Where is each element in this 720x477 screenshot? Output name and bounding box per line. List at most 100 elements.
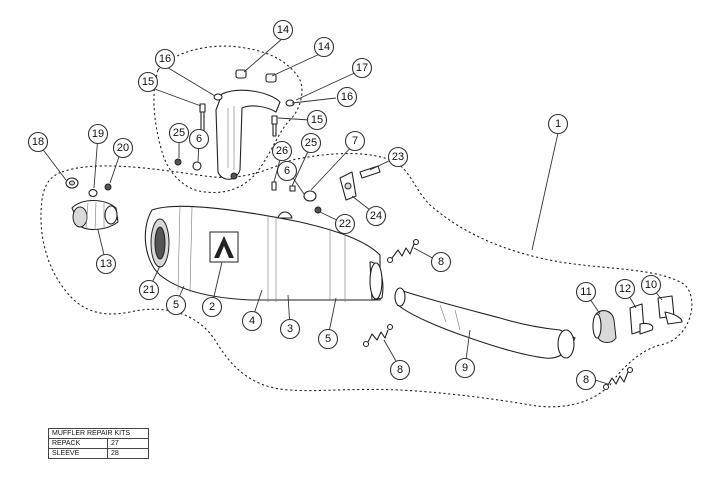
callout-17: 17 — [351, 57, 373, 79]
bolt-part — [199, 103, 206, 133]
hanger-bracket-part-24 — [339, 171, 357, 201]
callout-7: 7 — [344, 130, 366, 152]
svg-text:23: 23 — [392, 151, 404, 163]
washer-part — [174, 93, 295, 171]
callout-19: 19 — [87, 123, 109, 145]
callout-10: 10 — [640, 274, 662, 296]
svg-text:8: 8 — [583, 374, 589, 386]
svg-text:15: 15 — [142, 76, 154, 88]
kit-name-cell: SLEEVE — [48, 448, 108, 459]
callout-25-b: 25 — [300, 132, 322, 154]
callout-25-a: 25 — [168, 122, 190, 144]
muffler-body-part — [144, 204, 384, 302]
callout-22: 22 — [334, 213, 356, 235]
callout-1: 1 — [547, 113, 569, 135]
callout-11: 11 — [575, 281, 597, 303]
svg-text:26: 26 — [276, 145, 288, 157]
header-pipe-part — [394, 287, 576, 359]
callout-15-b: 15 — [306, 109, 328, 131]
svg-text:14: 14 — [277, 24, 289, 36]
svg-text:19: 19 — [92, 128, 104, 140]
svg-text:12: 12 — [619, 283, 631, 295]
callout-26: 26 — [271, 140, 293, 162]
callout-18: 18 — [27, 131, 49, 153]
callout-15-a: 15 — [137, 71, 159, 93]
link-pipe-part — [71, 199, 119, 231]
spring-part — [386, 238, 420, 264]
svg-text:5: 5 — [173, 299, 179, 311]
callout-21: 21 — [138, 279, 160, 301]
callout-4: 4 — [241, 310, 263, 332]
svg-text:4: 4 — [249, 315, 255, 327]
svg-text:18: 18 — [32, 136, 44, 148]
kit-name-cell: REPACK — [48, 438, 108, 449]
callout-8-b: 8 — [389, 359, 411, 381]
svg-text:21: 21 — [143, 284, 155, 296]
nut-part-22 — [314, 206, 322, 214]
assembly-outline — [40, 153, 693, 408]
svg-text:3: 3 — [287, 323, 293, 335]
spacer-part-25 — [289, 185, 296, 192]
callout-5-b: 5 — [317, 328, 339, 350]
svg-text:8: 8 — [397, 364, 403, 376]
callout-6-a: 6 — [188, 128, 210, 150]
callout-8-a: 8 — [430, 251, 452, 273]
svg-text:6: 6 — [284, 165, 290, 177]
callout-23: 23 — [387, 146, 409, 168]
svg-text:25: 25 — [305, 137, 317, 149]
svg-text:5: 5 — [325, 333, 331, 345]
callout-13: 13 — [95, 253, 117, 275]
muffler-repair-kits-table: MUFFLER REPAIR KITS REPACK 27 SLEEVE 28 — [48, 428, 149, 459]
svg-text:16: 16 — [159, 53, 171, 65]
table-row: SLEEVE 28 — [48, 448, 149, 459]
svg-text:14: 14 — [318, 41, 330, 53]
callout-20: 20 — [112, 137, 134, 159]
callout-16-b: 16 — [336, 86, 358, 108]
svg-text:15: 15 — [311, 114, 323, 126]
spring-part — [362, 323, 394, 348]
callout-5-a: 5 — [165, 294, 187, 316]
table-header-row: MUFFLER REPAIR KITS — [48, 428, 149, 439]
callout-16-a: 16 — [154, 48, 176, 70]
svg-text:25: 25 — [173, 127, 185, 139]
table-row: REPACK 27 — [48, 438, 149, 449]
svg-text:24: 24 — [370, 210, 382, 222]
sleeve-part-11 — [592, 310, 617, 343]
callout-14-a: 14 — [272, 19, 294, 41]
svg-text:17: 17 — [356, 62, 368, 74]
svg-text:1: 1 — [555, 118, 561, 130]
callout-6-b: 6 — [276, 160, 298, 182]
svg-text:7: 7 — [352, 135, 358, 147]
clamp-part-10 — [657, 295, 683, 325]
svg-text:11: 11 — [580, 286, 591, 298]
washer-part — [65, 177, 79, 189]
spring-part — [602, 366, 634, 391]
callout-3: 3 — [279, 318, 301, 340]
nut-part — [88, 188, 98, 198]
svg-text:22: 22 — [339, 218, 351, 230]
mounting-bracket-part — [215, 89, 281, 180]
svg-text:6: 6 — [196, 133, 202, 145]
screw-part-26 — [271, 181, 277, 191]
bolt-part-23 — [359, 165, 381, 179]
callout-12: 12 — [614, 278, 636, 300]
svg-text:10: 10 — [645, 279, 657, 291]
kit-code-cell: 28 — [107, 448, 149, 459]
bracket-kit-outline — [153, 45, 303, 194]
svg-text:8: 8 — [438, 256, 444, 268]
table-title: MUFFLER REPAIR KITS — [48, 428, 149, 439]
washer-part-6 — [303, 190, 317, 202]
small-nut-part — [104, 183, 112, 191]
callout-24: 24 — [365, 205, 387, 227]
rubber-grommet-part — [235, 69, 277, 83]
svg-text:13: 13 — [100, 258, 112, 270]
callout-2: 2 — [201, 296, 223, 318]
svg-text:20: 20 — [117, 142, 129, 154]
svg-text:9: 9 — [462, 362, 468, 374]
callout-8-c: 8 — [575, 369, 597, 391]
svg-text:2: 2 — [209, 301, 215, 313]
bolt-part — [271, 115, 278, 137]
callout-14-b: 14 — [313, 36, 335, 58]
brand-logo-plate — [209, 231, 239, 263]
